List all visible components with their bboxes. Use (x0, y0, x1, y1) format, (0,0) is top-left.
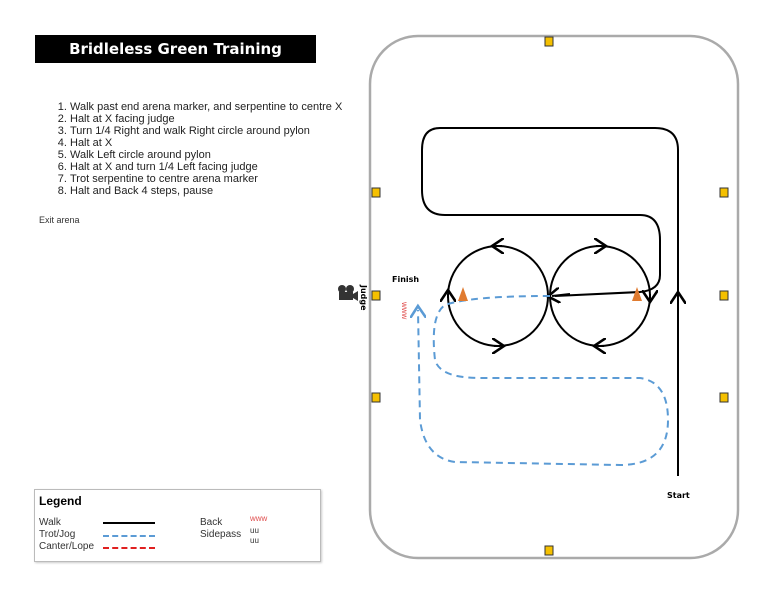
arena-markers (371, 36, 729, 556)
sidepass-mark-sample: uu (250, 536, 259, 545)
pylon-icon (458, 287, 468, 301)
step: Halt at X (70, 137, 342, 149)
step: Trot serpentine to centre arena marker (70, 173, 342, 185)
legend-canter: Canter/Lope (39, 541, 95, 552)
step: Turn 1/4 Right and walk Right circle aro… (70, 125, 342, 137)
page-title: Bridleless Green Training (35, 35, 316, 63)
legend-back: Back (200, 517, 223, 528)
back-mark-sample: www (250, 514, 268, 523)
legend-walk: Walk (39, 517, 61, 528)
instruction-list: Walk past end arena marker, and serpenti… (38, 101, 342, 197)
start-label: Start (667, 491, 690, 500)
legend-sidepass: Sidepass (200, 529, 242, 540)
circle-arrows (448, 246, 650, 346)
step: Walk Left circle around pylon (70, 149, 342, 161)
back-mark: www (400, 301, 409, 320)
arrow-icon (552, 294, 571, 296)
sidepass-mark-sample: uu (250, 526, 259, 535)
walk-line-sample (103, 522, 155, 524)
finish-label: Finish (392, 275, 419, 284)
step: Walk past end arena marker, and serpenti… (70, 101, 342, 113)
legend: Legend Walk Trot/Jog Canter/Lope Back ww… (34, 489, 321, 562)
arena-fence (368, 34, 740, 560)
canter-line-sample (103, 547, 155, 549)
step: Halt and Back 4 steps, pause (70, 185, 342, 197)
step: Halt at X and turn 1/4 Left facing judge (70, 161, 342, 173)
judge-label: Judge (359, 284, 368, 311)
trot-path (418, 295, 670, 467)
pylon-icon (632, 287, 642, 301)
walk-path (421, 127, 679, 476)
step: Halt at X facing judge (70, 113, 342, 125)
legend-title: Legend (39, 494, 82, 508)
trot-line-sample (103, 535, 155, 537)
legend-trot: Trot/Jog (39, 529, 76, 540)
exit-text: Exit arena (39, 215, 80, 225)
camera-icon (338, 285, 358, 301)
